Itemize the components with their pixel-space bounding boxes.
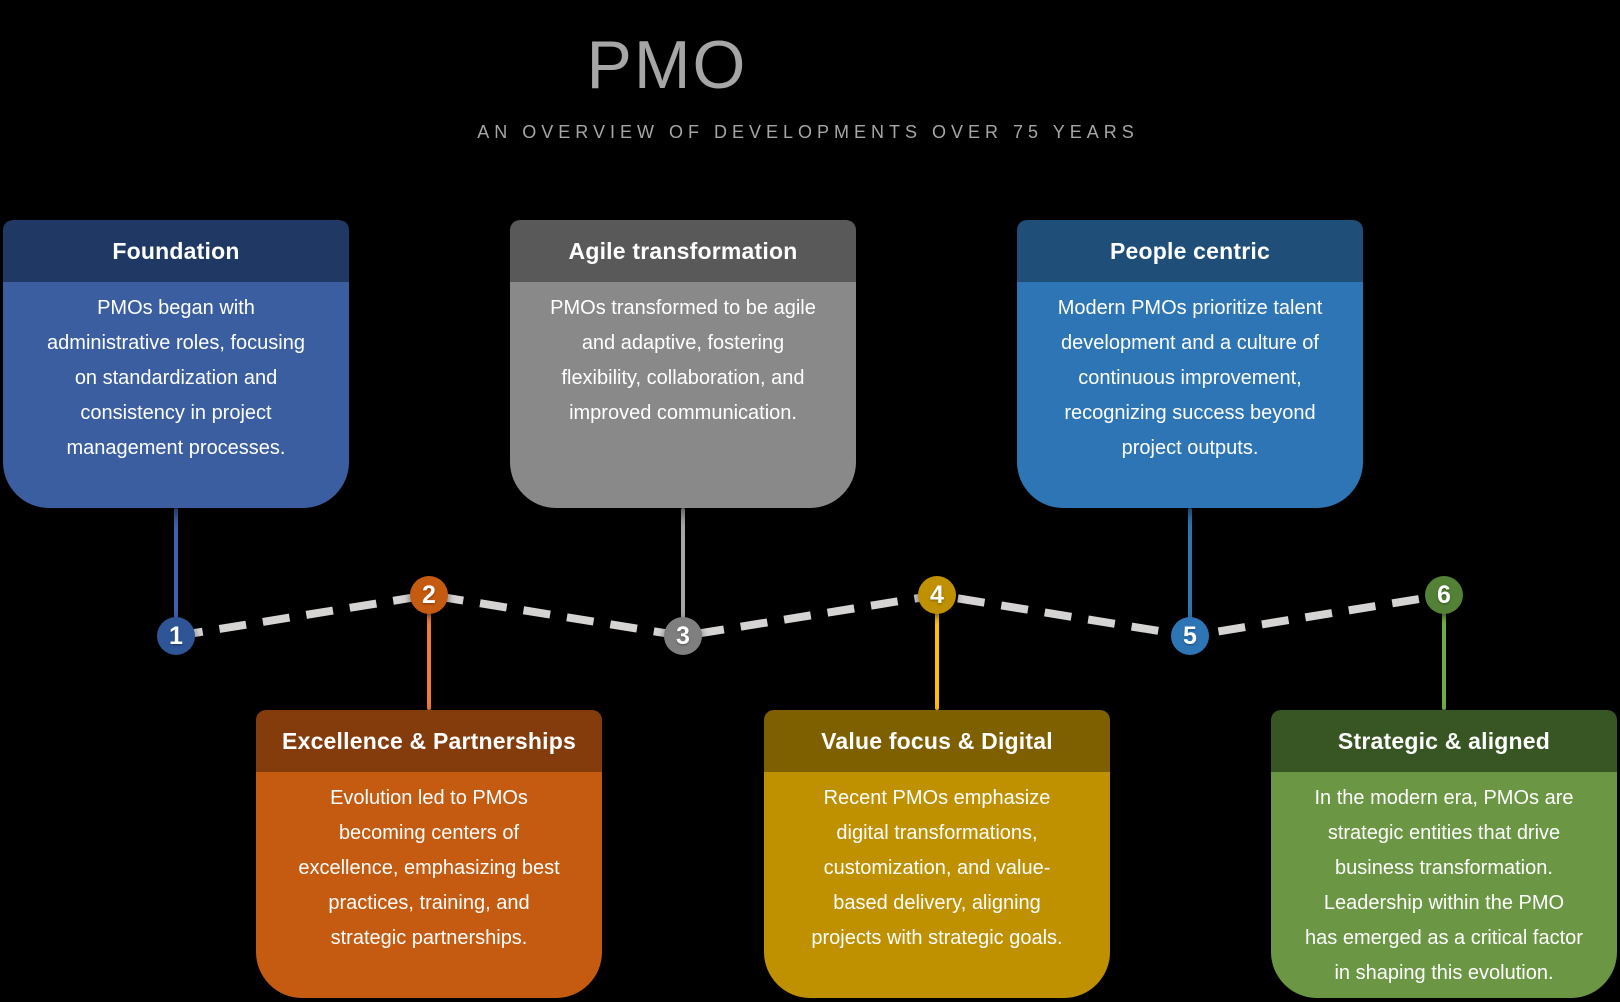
- card-people-centric-title: People centric: [1109, 237, 1271, 264]
- card-value-focus-digital-body: Recent PMOs emphasize digital transforma…: [764, 772, 1110, 998]
- card-value-focus-digital-text: Recent PMOs emphasize digital transforma…: [811, 787, 1063, 949]
- card-value-focus-digital: Value focus & Digital Recent PMOs emphas…: [764, 710, 1110, 998]
- timeline-node-3: 3: [664, 617, 702, 655]
- node-number-4: 4: [930, 580, 944, 609]
- connector-line-1: [174, 508, 178, 620]
- card-foundation-header: Foundation: [3, 220, 349, 282]
- card-agile-transformation-title: Agile transformation: [568, 237, 798, 264]
- card-foundation-title: Foundation: [112, 237, 240, 264]
- card-excellence-partnerships-title: Excellence & Partnerships: [282, 727, 576, 754]
- card-people-centric-text: Modern PMOs prioritize talent developmen…: [1057, 297, 1323, 459]
- card-value-focus-digital-title: Value focus & Digital: [821, 727, 1053, 754]
- card-excellence-partnerships-text: Evolution led to PMOs becoming centers o…: [298, 787, 560, 949]
- card-foundation: Foundation PMOs began with administrativ…: [3, 220, 349, 508]
- timeline-node-6: 6: [1425, 576, 1463, 614]
- card-strategic-aligned-body: In the modern era, PMOs are strategic en…: [1271, 772, 1617, 998]
- card-foundation-body: PMOs began with administrative roles, fo…: [3, 282, 349, 508]
- timeline-node-4: 4: [918, 576, 956, 614]
- card-strategic-aligned-title: Strategic & aligned: [1337, 727, 1551, 754]
- card-strategic-aligned-header: Strategic & aligned: [1271, 710, 1617, 772]
- timeline-node-1: 1: [157, 617, 195, 655]
- card-agile-transformation: Agile transformation PMOs transformed to…: [510, 220, 856, 508]
- card-excellence-partnerships-header: Excellence & Partnerships: [256, 710, 602, 772]
- card-excellence-partnerships: Excellence & Partnerships Evolution led …: [256, 710, 602, 998]
- connector-line-5: [1188, 508, 1192, 620]
- card-agile-transformation-text: PMOs transformed to be agile and adaptiv…: [550, 297, 816, 424]
- card-strategic-aligned-text: In the modern era, PMOs are strategic en…: [1305, 787, 1583, 984]
- card-people-centric-header: People centric: [1017, 220, 1363, 282]
- timeline-node-5: 5: [1171, 617, 1209, 655]
- connector-line-6: [1442, 610, 1446, 710]
- card-agile-transformation-header: Agile transformation: [510, 220, 856, 282]
- card-people-centric-body: Modern PMOs prioritize talent developmen…: [1017, 282, 1363, 508]
- node-number-5: 5: [1183, 621, 1197, 650]
- card-agile-transformation-body: PMOs transformed to be agile and adaptiv…: [510, 282, 856, 508]
- card-people-centric: People centric Modern PMOs prioritize ta…: [1017, 220, 1363, 508]
- page-subtitle: AN OVERVIEW OF DEVELOPMENTS OVER 75 YEAR…: [477, 122, 1139, 142]
- card-strategic-aligned: Strategic & aligned In the modern era, P…: [1271, 710, 1617, 998]
- connector-line-2: [427, 610, 431, 710]
- card-excellence-partnerships-body: Evolution led to PMOs becoming centers o…: [256, 772, 602, 998]
- node-number-1: 1: [169, 621, 183, 650]
- card-value-focus-digital-header: Value focus & Digital: [764, 710, 1110, 772]
- card-foundation-text: PMOs began with administrative roles, fo…: [47, 297, 305, 459]
- connector-line-4: [935, 610, 939, 710]
- page-title: PMO: [586, 27, 748, 103]
- timeline-node-2: 2: [410, 576, 448, 614]
- node-number-6: 6: [1437, 580, 1451, 609]
- connector-line-3: [681, 508, 685, 620]
- timeline-zigzag-line: [175, 590, 1445, 641]
- node-number-3: 3: [676, 621, 690, 650]
- node-number-2: 2: [422, 580, 436, 609]
